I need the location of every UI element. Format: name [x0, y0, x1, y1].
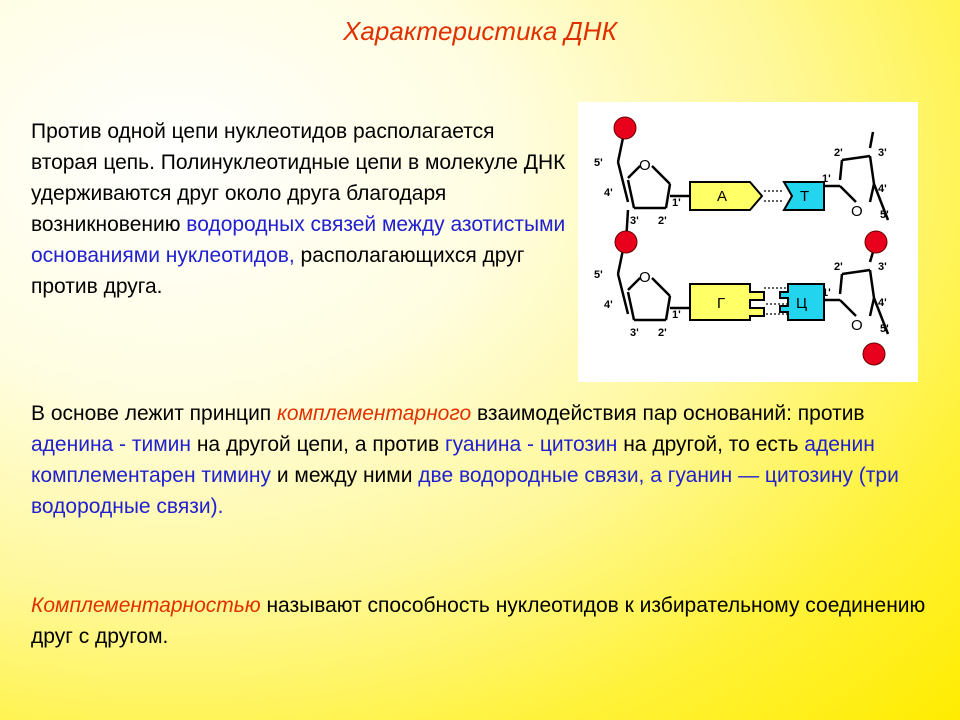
page-title: Характеристика ДНК [343, 16, 617, 46]
text: Против одной цепи нуклеотидов располагае… [31, 120, 566, 236]
paragraph-hydrogen-bonds: Против одной цепи нуклеотидов располагае… [31, 116, 566, 302]
carbon-5-label: 5' [880, 323, 889, 335]
adenine-label: А [717, 188, 727, 205]
text: взаимодействия пар оснований: против [471, 402, 865, 425]
carbon-5-label: 5' [880, 209, 889, 221]
dna-structure-diagram: O O O O 5' 4' 3' 2' 1' 5' 4' 3' 2' 1' 2'… [578, 102, 918, 382]
carbon-1-label: 1' [672, 309, 681, 321]
carbon-2-label: 2' [834, 261, 843, 273]
highlight-text: аденина - тимин [31, 433, 191, 456]
carbon-5-label: 5' [594, 157, 603, 169]
italic-term: Комплементарностью [31, 594, 261, 617]
carbon-4-label: 4' [878, 297, 887, 309]
thymine-label: Т [800, 188, 809, 205]
text: на другой, то есть [617, 433, 805, 456]
carbon-4-label: 4' [604, 299, 613, 311]
cytosine-base [779, 283, 825, 321]
ring-oxygen-label: O [851, 317, 863, 334]
carbon-2-label: 2' [658, 327, 667, 339]
highlight-text: аденин комплементарен тимину [31, 433, 875, 487]
text: и между ними [271, 464, 419, 487]
carbon-1-label: 1' [822, 287, 831, 299]
guanine-label: Г [717, 295, 725, 312]
ring-oxygen-label: O [639, 269, 651, 286]
ring-oxygen-label: O [639, 157, 651, 174]
text: называют способность нуклеотидов к избир… [31, 594, 926, 648]
text: располагающихся друг против друга. [31, 244, 525, 298]
carbon-1-label: 1' [672, 197, 681, 209]
highlight-text: водородных связей между азотистыми основ… [31, 213, 566, 267]
carbon-3-label: 3' [878, 147, 887, 159]
text: на другой цепи, а против [191, 433, 445, 456]
carbon-5-label: 5' [594, 269, 603, 281]
italic-term: комплементарного [277, 402, 472, 425]
highlight-text: гуанина - цитозин [444, 433, 618, 456]
text: В основе лежит принцип [31, 402, 278, 425]
adenine-base [689, 181, 764, 211]
carbon-4-label: 4' [878, 183, 887, 195]
carbon-3-label: 3' [878, 261, 887, 273]
guanine-base [689, 283, 765, 321]
paragraph-complementarity-principle: В основе лежит принцип комплементарного … [31, 398, 931, 522]
highlight-text: две водородные связи, а гуанин — цитозин… [31, 464, 899, 518]
thymine-base [782, 181, 825, 211]
paragraph-complementarity-definition: Комплементарностью называют способность … [31, 590, 931, 652]
carbon-2-label: 2' [834, 147, 843, 159]
carbon-1-label: 1' [822, 173, 831, 185]
carbon-4-label: 4' [604, 187, 613, 199]
carbon-3-label: 3' [630, 327, 639, 339]
cytosine-label: Ц [796, 295, 807, 312]
ring-oxygen-label: O [851, 203, 863, 220]
carbon-3-label: 3' [630, 215, 639, 227]
carbon-2-label: 2' [658, 215, 667, 227]
